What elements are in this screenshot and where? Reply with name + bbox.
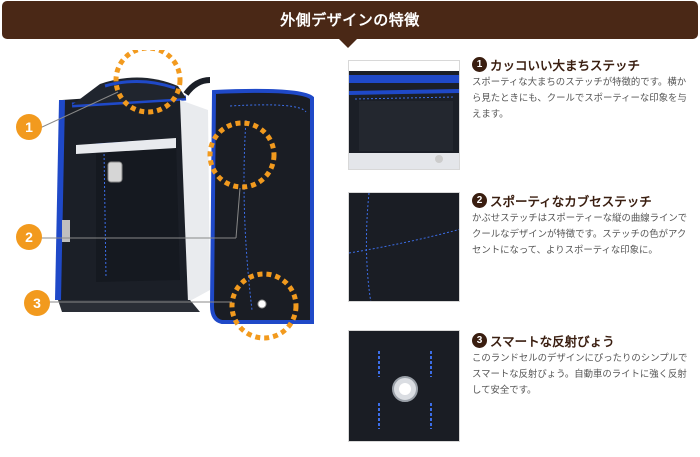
side-trim-left: [55, 99, 65, 301]
feature-2-title: スポーティなカブセステッチ: [490, 193, 652, 209]
reflector-rivet: [257, 299, 267, 309]
feature-3-number: 3: [472, 332, 487, 348]
feature-2-heading: 2 スポーティなカブセステッチ: [472, 190, 694, 210]
callout-badge-3: 3: [24, 290, 50, 316]
feature-2: 2 スポーティなカブセステッチ かぶせステッチはスポーティーな縦の曲線ラインでク…: [472, 190, 694, 259]
backpack-illustration: 1 2 3: [0, 45, 320, 350]
section-title: 外側デザインの特徴: [280, 11, 420, 29]
section-header: 外側デザインの特徴: [2, 1, 698, 39]
feature-3: 3 スマートな反射びょう このランドセルのデザインにぴったりのシンプルでスマート…: [472, 330, 694, 399]
feature-1-heading: 1 カッコいい大まちステッチ: [472, 54, 694, 74]
side-zip: [62, 220, 70, 242]
feature-3-description: このランドセルのデザインにぴったりのシンプルでスマートな反射びょう。自動車のライ…: [472, 353, 688, 396]
feature-2-number: 2: [472, 192, 487, 208]
front-pocket: [96, 140, 180, 282]
feature-3-title: スマートな反射びょう: [490, 333, 615, 349]
backpack-cover: [212, 90, 312, 322]
leader-line-1: [39, 91, 119, 129]
detail-photo-3: [348, 330, 460, 442]
callout-badge-2: 2: [16, 224, 42, 250]
backpack-drawing: [39, 45, 314, 341]
feature-3-heading: 3 スマートな反射びょう: [472, 330, 694, 350]
detail-photo-1: [348, 60, 460, 170]
handle-trim: [104, 79, 176, 90]
callout-circle-1: [113, 45, 183, 115]
callout-circle-3: [229, 271, 299, 341]
feature-1: 1 カッコいい大まちステッチ スポーティな大まちのステッチが特徴的です。横から見…: [472, 54, 694, 123]
header-pointer: [338, 38, 358, 48]
detail-photo-2: [348, 192, 460, 302]
strap-back: [180, 100, 210, 302]
feature-1-description: スポーティな大まちのステッチが特徴的です。横から見たときにも、クールでスポーティ…: [472, 77, 687, 120]
feature-2-description: かぶせステッチはスポーティーな縦の曲線ラインでクールなデザインが特徴です。ステッ…: [472, 213, 688, 256]
feature-1-number: 1: [472, 56, 487, 72]
feature-1-title: カッコいい大まちステッチ: [490, 57, 641, 73]
callout-badge-1: 1: [16, 114, 42, 140]
callout-circle-2: [207, 120, 277, 190]
white-band: [76, 138, 176, 154]
lock-clasp: [107, 161, 123, 183]
